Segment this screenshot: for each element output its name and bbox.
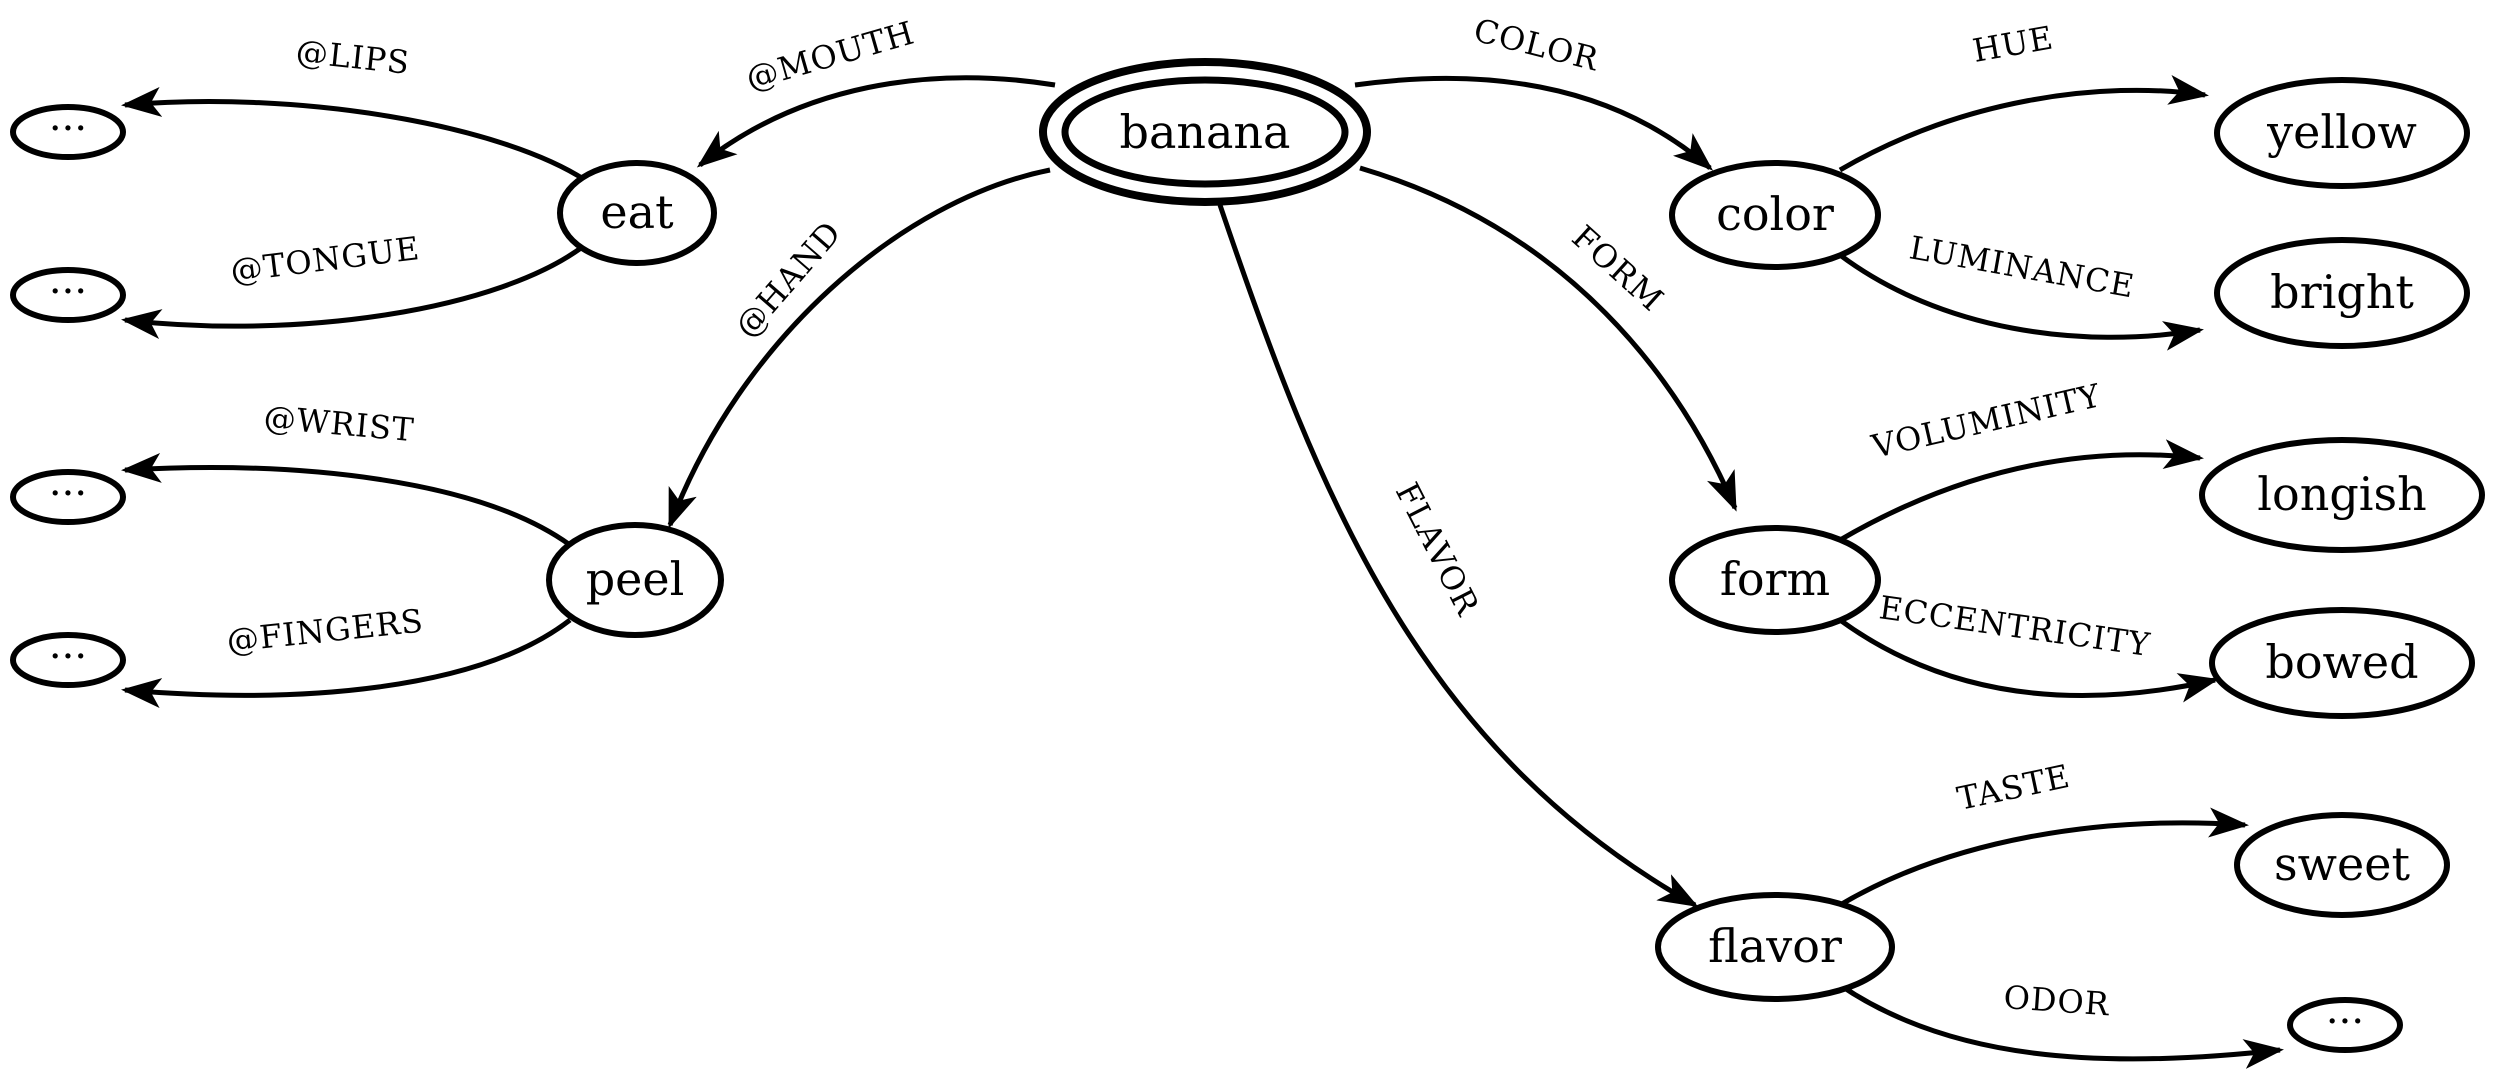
- node-color: color: [1669, 160, 1881, 270]
- node-ellipsis-fingers: ···: [10, 632, 126, 688]
- edge-hue: [1838, 75, 2209, 173]
- edge-label-hand: @HAND: [727, 213, 849, 345]
- node-longish-label: longish: [2257, 467, 2426, 521]
- edge-luminance: [1838, 252, 2204, 351]
- node-longish: longish: [2199, 437, 2485, 553]
- ellipsis-label: ···: [49, 269, 87, 315]
- ellipsis-label: ···: [49, 106, 87, 152]
- node-peel-label: peel: [586, 552, 685, 606]
- edge-flavor: [1217, 204, 1699, 908]
- edge-label-color: COLOR: [1470, 11, 1603, 79]
- node-peel: peel: [546, 522, 724, 638]
- edge-mouth: [696, 75, 1056, 168]
- edge-form: [1359, 165, 1738, 512]
- node-flavor: flavor: [1655, 892, 1895, 1002]
- node-bright: bright: [2214, 237, 2470, 349]
- edge-label-form: FORM: [1565, 218, 1672, 319]
- node-eat: eat: [557, 160, 717, 266]
- edge-fingers: [121, 618, 572, 709]
- node-bowed-label: bowed: [2265, 635, 2418, 689]
- node-color-label: color: [1716, 187, 1834, 241]
- node-yellow: yellow: [2214, 77, 2470, 189]
- node-sweet: sweet: [2234, 812, 2450, 918]
- ellipsis-label: ···: [49, 471, 87, 517]
- edge-label-wrist: @WRIST: [262, 398, 416, 449]
- edge-label-hue: HUE: [1970, 18, 2057, 70]
- edge-label-taste: TASTE: [1954, 757, 2074, 818]
- node-bowed: bowed: [2209, 607, 2475, 719]
- edge-label-luminance: LUMINANCE: [1907, 228, 2138, 305]
- edge-hand: [667, 167, 1051, 529]
- edge-label-fingers: @FINGERS: [225, 601, 426, 659]
- edge-wrist: [121, 452, 572, 548]
- node-ellipsis-lips: ···: [10, 104, 126, 160]
- node-sweet-label: sweet: [2274, 837, 2410, 891]
- node-form-label: form: [1720, 552, 1830, 606]
- node-banana-label: banana: [1120, 105, 1291, 159]
- node-ellipsis-wrist: ···: [10, 469, 126, 525]
- node-bright-label: bright: [2270, 265, 2414, 319]
- edge-taste: [1838, 807, 2249, 908]
- edge-color: [1354, 75, 1714, 171]
- node-flavor-label: flavor: [1708, 919, 1842, 973]
- node-ellipsis-odor: ···: [2287, 997, 2403, 1053]
- edge-label-tongue: @TONGUE: [228, 229, 422, 290]
- edge-label-voluminity: VOLUMINITY: [1867, 376, 2104, 466]
- edge-label-odor: ODOR: [2002, 978, 2111, 1023]
- node-banana: banana: [1039, 58, 1371, 206]
- edge-odor: [1838, 982, 2284, 1069]
- ellipsis-label: ···: [2326, 999, 2364, 1045]
- edge-voluminity: [1838, 439, 2204, 543]
- edge-label-lips: @LIPS: [294, 32, 412, 82]
- edge-tongue: [121, 243, 587, 339]
- edge-label-flavor: FLAVOR: [1388, 476, 1487, 621]
- node-yellow-label: yellow: [2266, 105, 2417, 159]
- node-form: form: [1669, 525, 1881, 635]
- edge-eccentricity: [1838, 617, 2219, 703]
- edge-lips: [121, 86, 587, 183]
- edge-label-eccentricity: ECCENTRICITY: [1877, 588, 2153, 664]
- ellipsis-label: ···: [49, 634, 87, 680]
- node-eat-label: eat: [600, 185, 674, 239]
- node-ellipsis-tongue: ···: [10, 267, 126, 323]
